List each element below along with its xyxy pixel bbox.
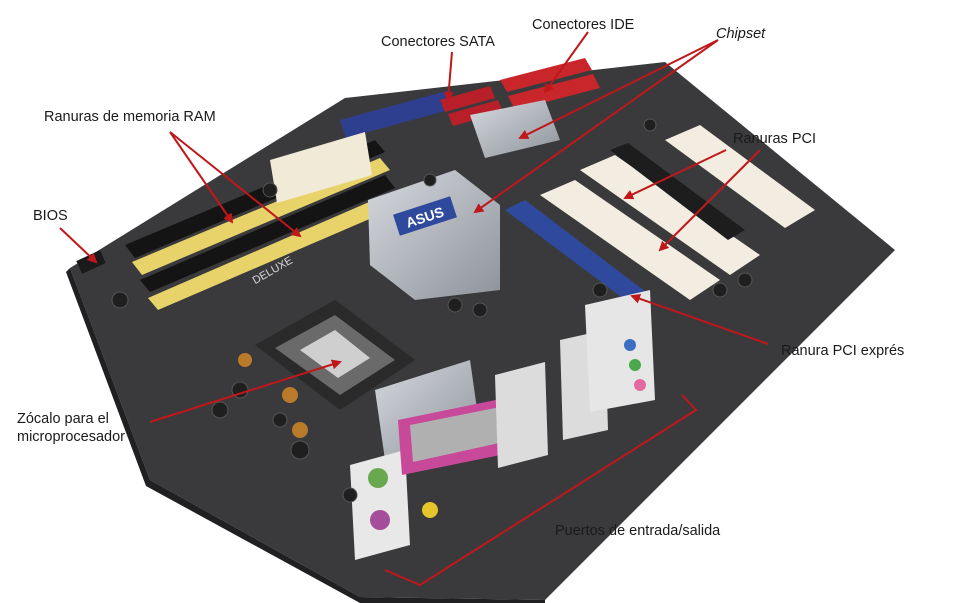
label-chipset: Chipset <box>716 26 766 42</box>
sata-connectors <box>440 86 503 126</box>
label-ide-connectors: Conectores IDE <box>532 17 635 33</box>
cpu-socket <box>255 300 415 410</box>
label-io-ports: Puertos de entrada/salida <box>555 523 721 539</box>
pointer-socket <box>149 359 342 423</box>
atx-power-connector <box>270 132 372 203</box>
pointer-ide <box>543 31 589 94</box>
label-pcie-slot: Ranura PCI exprés <box>781 343 905 359</box>
pointer-pci-2 <box>658 149 761 252</box>
label-pci-slots: Ranuras PCI <box>733 131 817 147</box>
label-cpu-socket: Zócalo para el microprocesador <box>17 411 125 445</box>
ide-connectors <box>500 58 600 110</box>
pcie-slots <box>505 143 745 305</box>
capacitors <box>111 118 753 503</box>
pointer-sata <box>443 51 454 102</box>
pointer-bios <box>59 227 98 264</box>
io-bracket <box>384 394 698 587</box>
inductors <box>238 353 308 438</box>
io-panel <box>350 290 655 560</box>
annotation-pointers <box>59 31 769 587</box>
pointer-chipset-2 <box>473 39 719 214</box>
label-ram-slots: Ranuras de memoria RAM <box>44 109 216 125</box>
main-heatsink: ASUS <box>368 170 500 300</box>
pointer-chipset-1 <box>518 39 719 139</box>
chipset-heatsink <box>470 100 560 158</box>
ide-connector-blue <box>340 90 456 138</box>
label-sata-connectors: Conectores SATA <box>381 34 495 50</box>
pointer-ram-1 <box>169 131 234 224</box>
pointer-pcie <box>630 293 769 345</box>
pci-slots <box>540 125 815 300</box>
label-bios: BIOS <box>33 208 68 224</box>
pointer-pci-1 <box>623 149 727 200</box>
pointer-ram-2 <box>169 131 302 238</box>
